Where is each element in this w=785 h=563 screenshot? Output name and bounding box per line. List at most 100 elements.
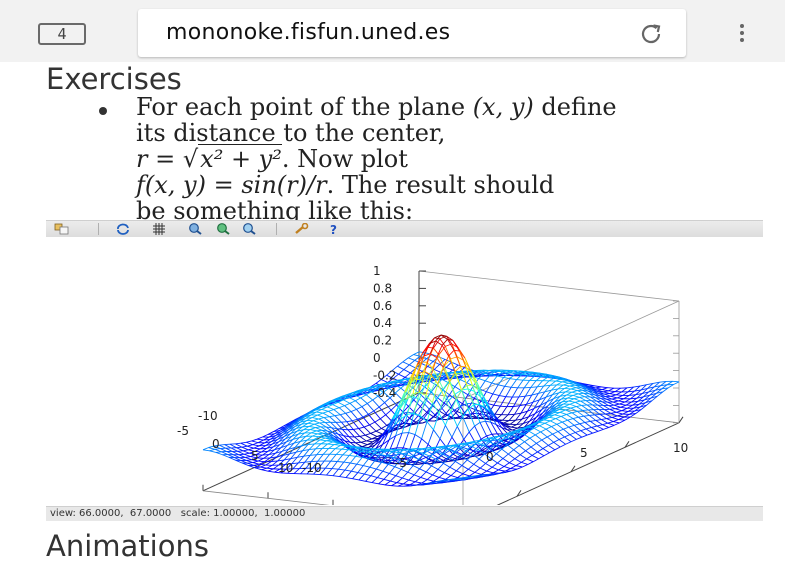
surface-mesh-segment bbox=[345, 403, 350, 405]
surface-mesh-segment bbox=[328, 444, 335, 445]
surface-mesh-segment bbox=[332, 461, 337, 468]
surface-mesh-segment bbox=[569, 399, 574, 401]
surface-mesh-segment bbox=[524, 380, 529, 387]
surface-mesh-segment bbox=[612, 416, 617, 417]
surface-mesh-segment bbox=[367, 449, 374, 450]
surface-mesh-segment bbox=[404, 370, 411, 373]
rotate-icon[interactable] bbox=[116, 223, 130, 235]
surface-mesh-segment bbox=[574, 399, 581, 401]
address-bar[interactable]: mononoke.fisfun.uned.es bbox=[138, 9, 686, 57]
bullet-icon bbox=[99, 107, 107, 115]
surface-mesh-segment bbox=[376, 431, 383, 434]
surface-mesh-segment bbox=[246, 441, 251, 442]
surface-mesh-segment bbox=[239, 455, 246, 458]
surface-mesh-segment bbox=[511, 466, 516, 469]
zoom-unzoom-icon[interactable] bbox=[242, 223, 257, 235]
surface-mesh-segment bbox=[550, 421, 557, 424]
surface-mesh-segment bbox=[572, 413, 579, 417]
surface-mesh-segment bbox=[404, 365, 409, 370]
x-tick-label: 10 bbox=[673, 441, 688, 455]
surface-mesh-segment bbox=[359, 474, 364, 480]
surface-mesh-segment bbox=[565, 437, 572, 442]
surface-mesh-segment bbox=[609, 391, 616, 392]
surface-mesh-segment bbox=[359, 480, 366, 481]
surface-mesh-segment bbox=[539, 456, 544, 459]
help-icon[interactable]: ? bbox=[328, 223, 340, 235]
copy-icon[interactable] bbox=[54, 223, 70, 235]
zoom-prev-icon[interactable] bbox=[188, 223, 203, 235]
surface-mesh-segment bbox=[346, 412, 351, 414]
surface-mesh-segment bbox=[422, 422, 427, 439]
surface-mesh-segment bbox=[449, 350, 454, 356]
surface-mesh-segment bbox=[469, 426, 474, 432]
surface-mesh-segment bbox=[384, 473, 389, 479]
surface-mesh-segment bbox=[438, 463, 443, 469]
vertical-dots-menu-icon[interactable] bbox=[736, 24, 748, 46]
surface-mesh-segment bbox=[564, 407, 571, 408]
reload-icon[interactable] bbox=[638, 21, 664, 47]
surface-mesh-segment bbox=[339, 408, 346, 414]
x-tick-label: 5 bbox=[580, 446, 588, 460]
surface-mesh-segment bbox=[414, 469, 419, 475]
surface-mesh-segment bbox=[531, 381, 536, 388]
surface-mesh-segment bbox=[415, 477, 420, 481]
surface-mesh-segment bbox=[581, 431, 588, 435]
surface-mesh-segment bbox=[621, 407, 628, 408]
surface-mesh-segment bbox=[432, 403, 439, 414]
surface-mesh-segment bbox=[583, 410, 590, 415]
settings-wrench-icon[interactable] bbox=[294, 223, 310, 235]
surface-mesh-segment bbox=[399, 374, 406, 377]
surface-mesh-segment bbox=[617, 398, 624, 399]
surface-mesh-segment bbox=[463, 474, 470, 476]
surface-mesh-segment bbox=[445, 473, 452, 476]
surface-mesh-segment bbox=[408, 466, 413, 472]
surface-mesh-segment bbox=[446, 476, 451, 480]
surface-mesh-segment bbox=[553, 432, 558, 435]
surface-mesh-segment bbox=[333, 405, 340, 408]
surface-mesh-segment bbox=[337, 461, 344, 462]
surface-mesh-segment bbox=[549, 450, 554, 453]
surface-mesh-segment bbox=[379, 403, 384, 407]
surface-mesh-segment bbox=[556, 416, 561, 418]
surface-mesh-segment bbox=[326, 441, 333, 442]
surface-mesh-segment bbox=[356, 443, 363, 447]
text-fragment: For each point of the plane bbox=[136, 93, 473, 121]
surface-mesh-segment bbox=[340, 470, 345, 476]
surface-mesh-segment bbox=[576, 407, 583, 411]
surface-mesh-segment bbox=[493, 394, 500, 396]
surface-mesh-segment bbox=[414, 475, 421, 478]
surface-mesh-segment bbox=[589, 415, 594, 416]
surface-mesh-segment bbox=[480, 463, 485, 468]
surface-mesh-segment bbox=[509, 459, 514, 463]
surface-mesh-segment bbox=[535, 435, 542, 440]
surface-mesh-segment bbox=[560, 410, 565, 412]
surface-mesh-segment bbox=[363, 466, 370, 468]
surface-mesh-segment bbox=[320, 440, 327, 441]
surface-mesh-segment bbox=[338, 462, 343, 469]
surface-mesh-segment bbox=[615, 409, 622, 411]
surface-mesh-segment bbox=[590, 420, 595, 421]
url-text[interactable]: mononoke.fisfun.uned.es bbox=[166, 20, 450, 45]
surface-mesh-segment bbox=[373, 449, 380, 450]
zoom-next-icon[interactable] bbox=[216, 223, 231, 235]
toolbar-separator bbox=[98, 223, 99, 235]
surface-mesh-segment bbox=[408, 358, 415, 360]
tab-switcher-button[interactable]: 4 bbox=[38, 23, 86, 45]
surface-mesh-segment bbox=[620, 420, 625, 423]
grid-icon[interactable] bbox=[152, 223, 166, 235]
surface-mesh-segment bbox=[409, 365, 416, 368]
surface-mesh-segment bbox=[469, 472, 474, 476]
surface-mesh-segment bbox=[618, 401, 625, 402]
surface-mesh-segment bbox=[357, 464, 364, 465]
text-fragment: . The result should bbox=[327, 171, 555, 199]
surface-mesh-segment bbox=[333, 469, 338, 475]
y-tick-label: 10 bbox=[278, 461, 293, 475]
surface-mesh-segment bbox=[597, 425, 602, 426]
surface-mesh-segment bbox=[467, 460, 474, 464]
surface-mesh-segment bbox=[548, 445, 555, 449]
surface-mesh-segment bbox=[612, 399, 619, 401]
surface-mesh-segment bbox=[567, 414, 574, 418]
surface-mesh-segment bbox=[511, 425, 516, 428]
